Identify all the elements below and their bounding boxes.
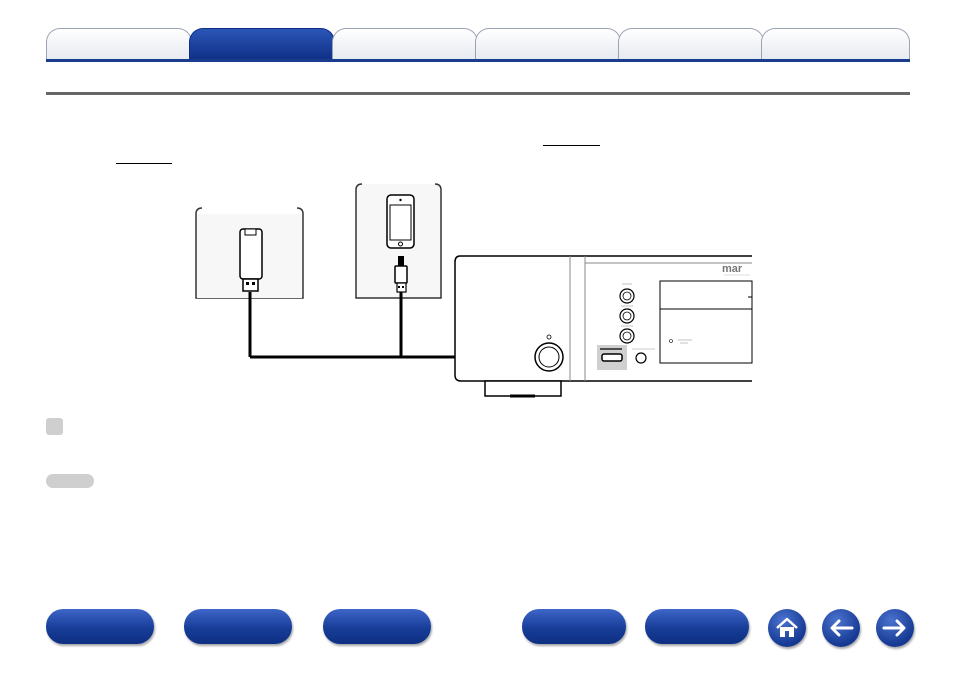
tab-3[interactable] <box>332 28 478 60</box>
tab-bar-underline <box>46 59 910 62</box>
top-tab-bar <box>46 26 910 62</box>
nav-button-4[interactable] <box>522 609 626 644</box>
usb-flash-drive-icon <box>239 228 263 292</box>
nav-button-3[interactable] <box>323 609 431 644</box>
back-arrow-icon <box>830 619 854 637</box>
tab-1[interactable] <box>46 28 192 60</box>
tab-5[interactable] <box>618 28 764 60</box>
tab-2-active[interactable] <box>189 28 335 60</box>
back-button[interactable] <box>822 609 860 647</box>
forward-button[interactable] <box>876 609 914 647</box>
player-front-panel <box>454 255 753 398</box>
tab-6[interactable] <box>761 28 910 60</box>
home-icon <box>776 617 798 637</box>
note-label-pill <box>46 474 94 488</box>
link-underline-2[interactable] <box>116 163 172 164</box>
home-button[interactable] <box>768 609 806 647</box>
brand-logo-text: mar <box>722 263 743 275</box>
tab-4[interactable] <box>475 28 621 60</box>
note-marker-icon <box>46 418 63 435</box>
section-divider <box>46 92 910 95</box>
nav-button-5[interactable] <box>645 609 749 644</box>
nav-button-2[interactable] <box>184 609 292 644</box>
link-underline-1[interactable] <box>543 145 600 146</box>
ipod-touch-icon <box>386 194 415 293</box>
nav-button-1[interactable] <box>46 609 154 644</box>
forward-arrow-icon <box>882 619 906 637</box>
